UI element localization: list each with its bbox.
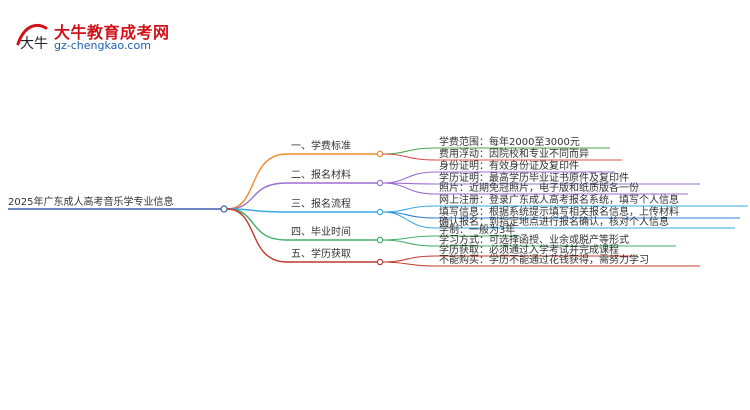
leaf-label-5-1: 学历获取：必须通过入学考试并完成课程 [439, 245, 619, 256]
branch-label-5: 五、学历获取 [291, 249, 351, 260]
leaf-label-2-1: 身份证明：有效身份证及复印件 [439, 161, 579, 172]
leaf-connector-3-1 [381, 205, 437, 213]
site-logo[interactable]: 大牛 大牛教育成考网 gz-chengkao.com [14, 18, 184, 54]
leaf-connector-4-1 [381, 235, 437, 241]
branch-label-3: 三、报名流程 [291, 199, 351, 210]
leaf-connector-2-1 [381, 171, 437, 184]
branch-node-dot-2 [376, 179, 384, 187]
branch-connector-4 [226, 208, 288, 241]
leaf-label-3-3: 确认报名：到指定地点进行报名确认，核对个人信息 [439, 217, 669, 228]
root-node-dot [220, 205, 228, 213]
branch-node-dot-1 [376, 150, 384, 158]
leaf-label-4-1: 学制：一般为3年 [439, 225, 516, 236]
leaf-label-2-2: 学历证明：最高学历毕业证书原件及复印件 [439, 173, 629, 184]
logo-title: 大牛教育成考网 [54, 23, 170, 42]
leaf-connector-1-2 [381, 153, 437, 161]
branch-node-dot-5 [376, 258, 384, 266]
branch-node-dot-4 [376, 236, 384, 244]
branch-node-dot-3 [376, 208, 384, 216]
branch-label-4: 四、毕业时间 [291, 227, 351, 238]
leaf-label-3-2: 填写信息：根据系统提示填写相关报名信息，上传材料 [439, 207, 679, 218]
branch-label-1: 一、学费标准 [291, 141, 351, 152]
leaf-label-2-3: 照片：近期免冠照片，电子版和纸质版各一份 [439, 183, 639, 194]
leaf-connector-1-1 [381, 147, 437, 155]
logo-mark-text: 大牛 [20, 36, 48, 52]
leaf-connector-5-2 [381, 261, 437, 267]
leaf-connector-2-3 [381, 182, 437, 195]
leaf-label-3-1: 网上注册：登录广东成人高考报名系统，填写个人信息 [439, 195, 679, 206]
mindmap-root-label: 2025年广东成人高考音乐学专业信息 [8, 197, 174, 208]
branch-connector-3 [226, 208, 288, 213]
leaf-connector-4-2 [381, 239, 437, 247]
leaf-label-4-2: 学习方式：可选择函授、业余或脱产等形式 [439, 235, 629, 246]
branch-connector-2 [226, 182, 288, 210]
leaf-label-1-2: 费用浮动：因院校和专业不同而异 [439, 149, 589, 160]
branch-connector-1 [226, 153, 288, 210]
logo-url[interactable]: gz-chengkao.com [54, 39, 151, 52]
branch-connector-5 [226, 208, 288, 263]
branch-label-2: 二、报名材料 [291, 170, 351, 181]
leaf-connector-3-3 [381, 211, 437, 229]
leaf-connector-5-1 [381, 255, 437, 263]
leaf-label-1-1: 学费范围：每年2000至3000元 [439, 137, 580, 148]
leaf-label-5-2: 不能购买：学历不能通过花钱获得，需努力学习 [439, 255, 649, 266]
logo-mark-icon: 大牛 [16, 23, 48, 52]
